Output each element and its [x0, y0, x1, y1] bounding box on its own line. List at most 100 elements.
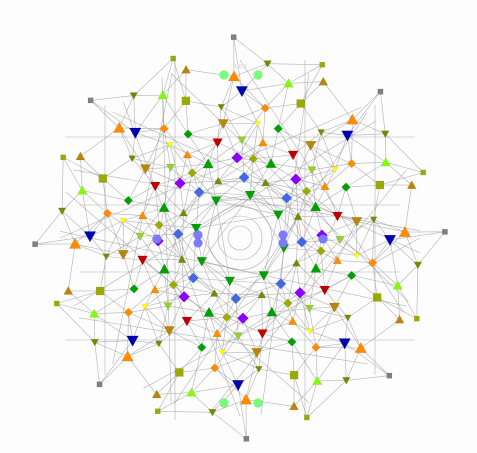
graph-edge	[60, 231, 407, 307]
graph-node-triangle-down	[235, 86, 249, 98]
graph-node-triangle-down	[163, 326, 175, 337]
graph-edge	[217, 142, 254, 159]
graph-edge	[181, 212, 184, 260]
graph-edge	[236, 123, 259, 158]
graph-edge	[186, 320, 218, 334]
graph-edge	[293, 380, 318, 407]
graph-edge	[242, 294, 263, 319]
graph-node-triangle-up	[203, 306, 215, 317]
graph-edge	[90, 100, 136, 133]
graph-edge	[177, 192, 200, 235]
graph-edge	[315, 343, 345, 348]
graph-edge	[315, 206, 341, 240]
graph-edge	[193, 277, 237, 299]
graph-edge	[154, 289, 170, 331]
graph-node-triangle-down	[126, 335, 139, 347]
graph-edge	[208, 157, 238, 165]
graph-edge	[292, 321, 317, 348]
graph-node-triangle-down	[212, 138, 223, 148]
graph-edge	[220, 76, 235, 108]
graph-edge	[334, 307, 362, 349]
graph-node-triangle-up	[394, 314, 405, 324]
graph-edge	[265, 178, 296, 183]
graph-edge	[61, 157, 64, 212]
graph-node-triangle-up	[312, 375, 323, 385]
graph-edge	[208, 298, 237, 313]
graph-edge	[179, 367, 215, 373]
graph-node-triangle-down	[369, 216, 378, 224]
graph-node-triangle-up	[212, 328, 222, 338]
graph-edge	[236, 142, 264, 158]
graph-node-triangle-up	[392, 280, 403, 290]
graph-edge	[128, 185, 156, 201]
graph-edge	[352, 119, 386, 135]
graph-edge	[135, 132, 171, 146]
graph-edge	[177, 233, 203, 262]
graph-edge	[263, 262, 297, 276]
graph-edge	[128, 168, 146, 201]
graph-edge	[265, 103, 301, 109]
graph-edge	[237, 384, 247, 439]
graph-node-triangle-up	[258, 137, 268, 147]
graph-edge	[107, 213, 124, 255]
graph-edge	[94, 313, 133, 341]
graph-edge	[164, 268, 194, 279]
graph-node-triangle-down	[90, 338, 99, 347]
graph-edge	[162, 69, 187, 96]
graph-node-triangle-up	[158, 263, 170, 274]
graph-node-triangle-up	[121, 350, 134, 362]
graph-edge	[123, 220, 160, 226]
graph-edge	[310, 119, 353, 146]
graph-node-circle	[219, 70, 229, 80]
graph-edge	[188, 133, 218, 143]
graph-edge	[89, 220, 124, 237]
graph-edge	[94, 342, 100, 385]
graph-edge	[127, 356, 157, 395]
graph-edge	[241, 83, 289, 92]
graph-edge	[183, 296, 210, 313]
graph-edge	[256, 341, 292, 353]
graph-edge	[233, 37, 243, 92]
graph-node-square	[175, 368, 184, 377]
graph-edge	[267, 63, 289, 84]
graph-edge	[127, 343, 159, 357]
graph-edge	[191, 172, 217, 201]
graph-edge	[262, 321, 293, 334]
graph-edge	[198, 163, 209, 193]
graph-edge	[233, 76, 266, 109]
graph-edge	[221, 90, 243, 108]
graph-node-square	[32, 241, 38, 248]
graph-node-triangle-up	[158, 201, 170, 213]
graph-node-diamond	[260, 103, 270, 113]
graph-edge	[82, 190, 91, 237]
graph-node-triangle-down	[305, 140, 317, 152]
graph-edge	[380, 91, 386, 134]
graph-node-diamond	[222, 312, 232, 322]
graph-edge	[142, 259, 156, 290]
graph-edge	[157, 240, 183, 260]
graph-edge	[288, 64, 323, 84]
graph-edge	[157, 240, 165, 270]
graph-node-triangle-down	[413, 261, 423, 270]
graph-edge	[295, 179, 299, 217]
graph-edge	[250, 194, 287, 199]
graph-edge	[337, 187, 347, 217]
graph-edge	[320, 250, 326, 291]
graph-edge	[315, 239, 341, 269]
graph-edge	[167, 305, 210, 313]
graph-edge	[56, 303, 95, 343]
graph-node-triangle-down	[128, 155, 136, 163]
graph-node-circle	[193, 230, 203, 240]
graph-edge	[233, 36, 268, 64]
graph-edge	[262, 303, 289, 334]
graph-edge	[239, 59, 404, 313]
graph-node-triangle-up	[261, 178, 270, 187]
graph-node-triangle-down	[258, 271, 270, 281]
graph-edge	[315, 307, 335, 348]
graph-edge	[128, 289, 156, 313]
graph-edge	[68, 290, 95, 314]
graph-edge	[132, 340, 159, 344]
graph-node-triangle-up	[283, 78, 294, 88]
graph-edge	[320, 132, 336, 170]
graph-node-circle	[278, 230, 288, 240]
